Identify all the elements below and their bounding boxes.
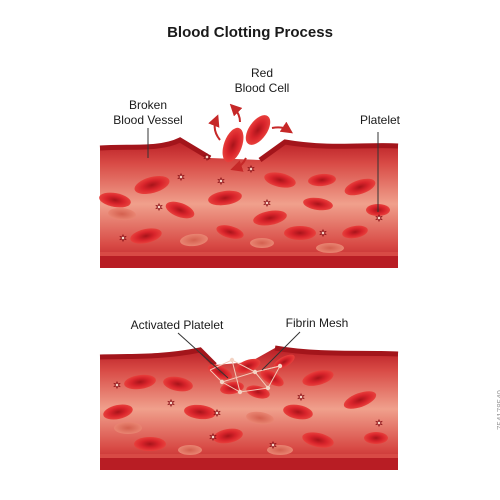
label-broken-line1: Broken bbox=[128, 98, 168, 112]
label-red-line1: Red bbox=[250, 66, 273, 80]
leader-lines-top bbox=[147, 128, 379, 212]
red-blood-cells-top bbox=[99, 172, 390, 253]
activated-platelets bbox=[219, 357, 283, 395]
label-fibrin-mesh: Fibrin Mesh bbox=[285, 316, 349, 330]
diagram-title: Blood Clotting Process bbox=[167, 24, 333, 41]
label-platelet: Platelet bbox=[359, 113, 401, 127]
label-activated-platelet: Activated Platelet bbox=[130, 318, 224, 332]
label-broken-line2: Blood Vessel bbox=[113, 113, 183, 127]
label-broken-blood-vessel: Broken Blood Vessel bbox=[98, 98, 198, 128]
label-red-blood-cell: Red Blood Cell bbox=[222, 66, 302, 96]
label-red-line2: Blood Cell bbox=[234, 81, 290, 95]
fibrin-mesh bbox=[209, 359, 281, 393]
leader-lines-bottom bbox=[177, 331, 301, 379]
watermark-id: 754178540 bbox=[496, 390, 500, 431]
escaping-red-blood-cells bbox=[208, 103, 293, 172]
red-blood-cells-bottom bbox=[103, 370, 388, 455]
broken-vessel-top bbox=[99, 137, 399, 268]
